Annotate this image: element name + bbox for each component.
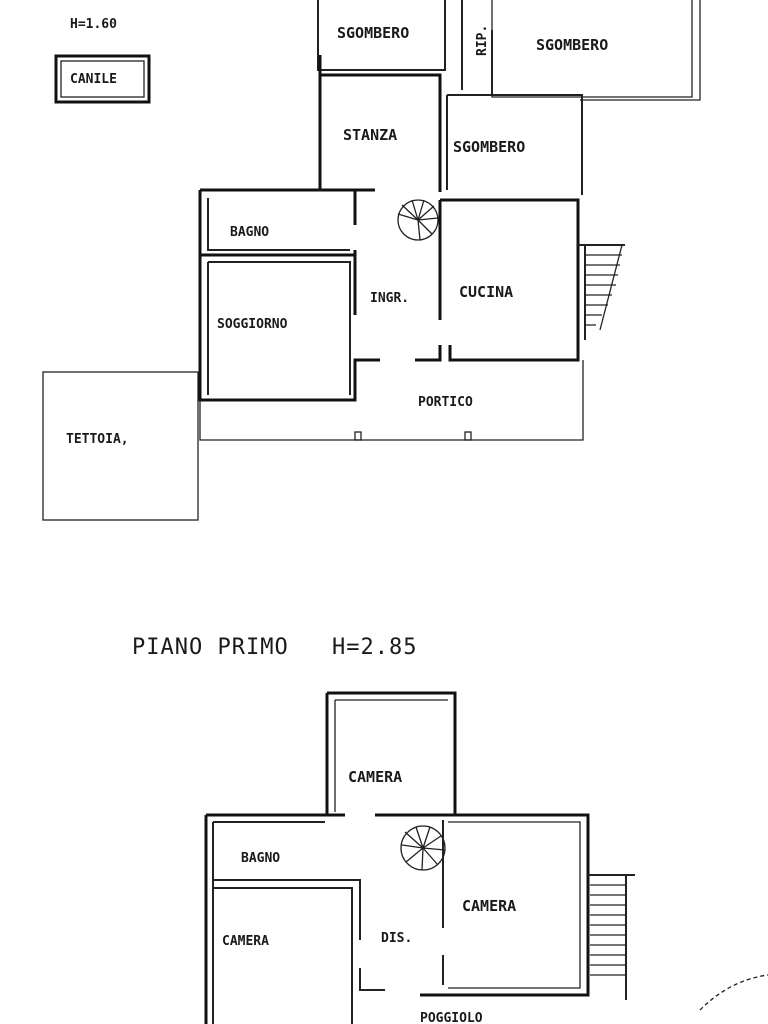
room-label-portico: PORTICO bbox=[418, 395, 473, 410]
room-label-rip: RIP. bbox=[475, 25, 490, 56]
stanza-walls bbox=[318, 55, 442, 192]
external-stairs-first bbox=[588, 874, 635, 1000]
first-floor-plan bbox=[204, 691, 768, 1024]
room-label-bagno-first: BAGNO bbox=[241, 851, 280, 866]
sgombero-right-outer bbox=[580, 0, 701, 101]
room-label-sgombero-1: SGOMBERO bbox=[337, 24, 409, 42]
ground-height-note: H=1.60 bbox=[70, 17, 117, 32]
room-label-camera-top: CAMERA bbox=[348, 768, 402, 786]
room-label-poggiolo: POGGIOLO bbox=[420, 1011, 483, 1024]
main-outer-walls bbox=[198, 188, 580, 402]
room-label-soggiorno: SOGGIORNO bbox=[217, 317, 288, 332]
tettoia-outline bbox=[42, 371, 199, 521]
first-floor-outer bbox=[204, 813, 590, 1024]
room-label-camera-left: CAMERA bbox=[222, 934, 269, 949]
external-stairs-ground bbox=[578, 244, 625, 340]
ground-floor-plan bbox=[42, 0, 701, 521]
portico-outline bbox=[199, 360, 584, 441]
canile-label: CANILE bbox=[70, 72, 117, 87]
room-label-cucina: CUCINA bbox=[459, 283, 513, 301]
bagno-inner-walls bbox=[207, 198, 351, 395]
first-floor-height: H=2.85 bbox=[332, 635, 417, 660]
room-label-sgombero-2: SGOMBERO bbox=[536, 36, 608, 54]
spiral-stair-first bbox=[400, 825, 446, 871]
room-label-ingr: INGR. bbox=[370, 291, 409, 306]
arc-sketch bbox=[699, 974, 768, 1011]
room-label-sgombero-3: SGOMBERO bbox=[453, 138, 525, 156]
canile-box bbox=[54, 54, 151, 104]
canile-box-inner bbox=[60, 60, 145, 98]
room-label-bagno-ground: BAGNO bbox=[230, 225, 269, 240]
room-label-stanza: STANZA bbox=[343, 126, 397, 144]
camera-top-walls bbox=[325, 691, 457, 815]
room-label-tettoia: TETTOIA, bbox=[66, 432, 129, 447]
first-floor-title: PIANO PRIMO bbox=[132, 635, 289, 660]
spiral-stair-ground bbox=[397, 199, 439, 241]
sgombero-left-walls bbox=[317, 0, 446, 71]
room-label-camera-right: CAMERA bbox=[462, 897, 516, 915]
room-label-dis: DIS. bbox=[381, 931, 412, 946]
sgombero-mid-walls bbox=[446, 94, 583, 195]
sgombero-right-walls bbox=[491, 0, 693, 98]
